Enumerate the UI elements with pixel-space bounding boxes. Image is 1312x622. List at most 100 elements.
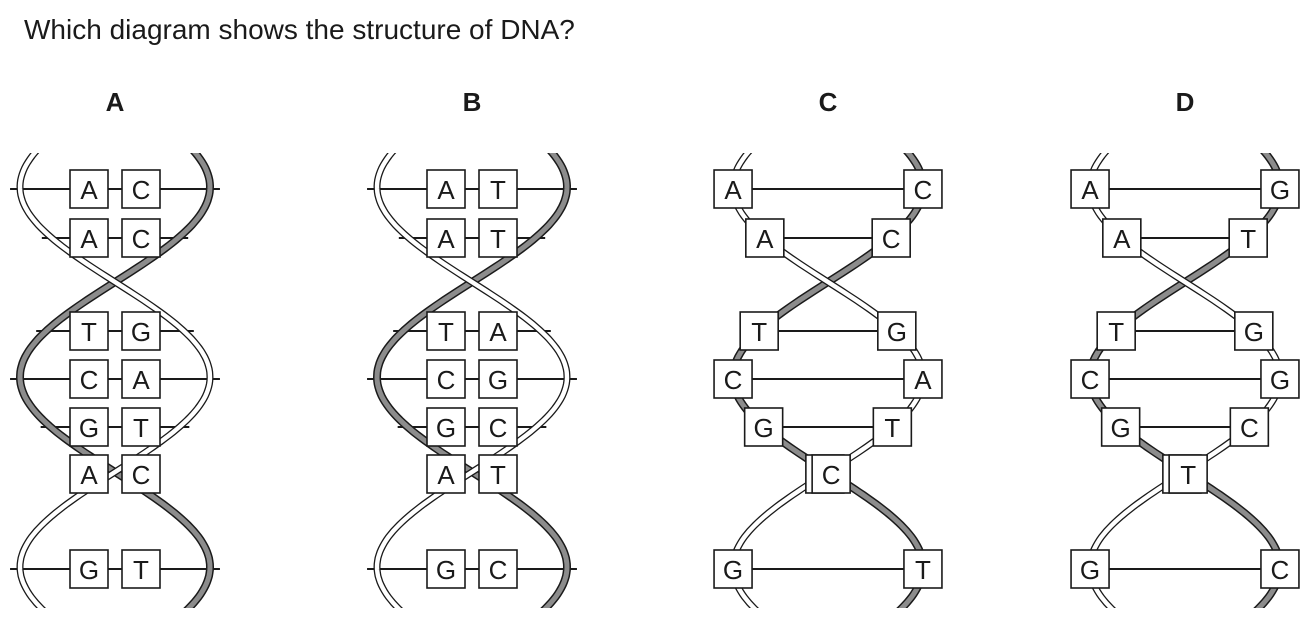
base-letter: A	[132, 365, 150, 395]
base-right: T	[121, 549, 161, 589]
base-left: G	[743, 407, 784, 447]
base-right: G	[1234, 311, 1274, 351]
base-letter: T	[438, 317, 454, 347]
base-letter: C	[489, 555, 508, 585]
base-letter: A	[437, 460, 455, 490]
base-letter: A	[1081, 175, 1099, 205]
base-left: A	[69, 169, 109, 209]
base-letter: A	[80, 460, 98, 490]
base-letter: G	[754, 413, 774, 443]
base-letter: A	[914, 365, 932, 395]
base-letter: T	[1180, 460, 1196, 490]
base-right: G	[1260, 169, 1300, 209]
base-left: C	[713, 359, 753, 399]
base-left: C	[69, 359, 109, 399]
grey-strand	[372, 153, 572, 608]
base-letter: G	[79, 555, 99, 585]
base-letter: C	[822, 460, 841, 490]
base-right: C	[1229, 407, 1270, 447]
base-right: C	[121, 169, 161, 209]
base-right: C	[121, 218, 161, 258]
base-right: A	[121, 359, 161, 399]
base-letter: A	[437, 175, 455, 205]
base-right: A	[903, 359, 943, 399]
base-left: G	[426, 549, 466, 589]
base-right: T	[478, 169, 518, 209]
base-letter: C	[132, 224, 151, 254]
base-left: A	[713, 169, 753, 209]
base-letter: T	[133, 413, 149, 443]
base-left: G	[1070, 549, 1110, 589]
base-letter: G	[436, 413, 456, 443]
base-left: G	[713, 549, 753, 589]
base-letter: A	[756, 224, 774, 254]
base-left: G	[426, 407, 466, 447]
option-label: B	[463, 87, 482, 117]
base-letter: C	[132, 460, 151, 490]
base-right: C	[903, 169, 943, 209]
base-letter: A	[489, 317, 507, 347]
base-right: A	[478, 311, 518, 351]
base-right: T	[1228, 218, 1268, 258]
base-letter: G	[1111, 413, 1131, 443]
option-d-diagram[interactable]: DAGATTGCGGCCTGC	[1070, 87, 1300, 612]
base-letter: G	[887, 317, 907, 347]
option-label: A	[106, 87, 125, 117]
base-letter: T	[81, 317, 97, 347]
base-letter: T	[490, 460, 506, 490]
base-letter: C	[724, 365, 743, 395]
base-letter: T	[490, 175, 506, 205]
base-letter: G	[1270, 175, 1290, 205]
base-letter: T	[1108, 317, 1124, 347]
base-right: C	[1260, 549, 1300, 589]
option-label: C	[819, 87, 838, 117]
base-letter: T	[490, 224, 506, 254]
option-c-diagram[interactable]: CACACTGCAGTACGT	[713, 87, 943, 612]
base-letter: C	[882, 224, 901, 254]
base-right: G	[121, 311, 161, 351]
base-left: A	[69, 218, 109, 258]
option-label: D	[1176, 87, 1195, 117]
base-letter: T	[133, 555, 149, 585]
base-letter: G	[488, 365, 508, 395]
base-left: A	[1102, 218, 1142, 258]
base-right: C	[871, 218, 911, 258]
base-letter: G	[79, 413, 99, 443]
base-letter: A	[80, 224, 98, 254]
base-letter: A	[80, 175, 98, 205]
base-left: A	[69, 454, 109, 494]
grey-strand	[15, 153, 215, 608]
base-letter: C	[914, 175, 933, 205]
base-left: A	[426, 169, 466, 209]
base-left: T	[739, 311, 779, 351]
base-left: G	[69, 549, 109, 589]
white-strand	[16, 153, 214, 608]
base-left: T	[1096, 311, 1136, 351]
base-letter: A	[724, 175, 742, 205]
base-letter: G	[723, 555, 743, 585]
base-letter: G	[131, 317, 151, 347]
base-right: T	[478, 218, 518, 258]
base-letter: C	[80, 365, 99, 395]
base-right: G	[1260, 359, 1300, 399]
base-left: T	[69, 311, 109, 351]
base-left: G	[69, 407, 109, 447]
base-right: T	[872, 407, 913, 447]
base-right: C	[121, 454, 161, 494]
base-letter: G	[436, 555, 456, 585]
base-left: A	[745, 218, 785, 258]
base-letter: G	[1270, 365, 1290, 395]
base-right: G	[877, 311, 917, 351]
base-letter: T	[1240, 224, 1256, 254]
base-letter: G	[1244, 317, 1264, 347]
base-left: C	[426, 359, 466, 399]
base-right: T	[903, 549, 943, 589]
base-right: C	[478, 407, 518, 447]
base-right: G	[478, 359, 518, 399]
base-left: A	[426, 218, 466, 258]
base-letter: A	[437, 224, 455, 254]
base-letter: T	[751, 317, 767, 347]
